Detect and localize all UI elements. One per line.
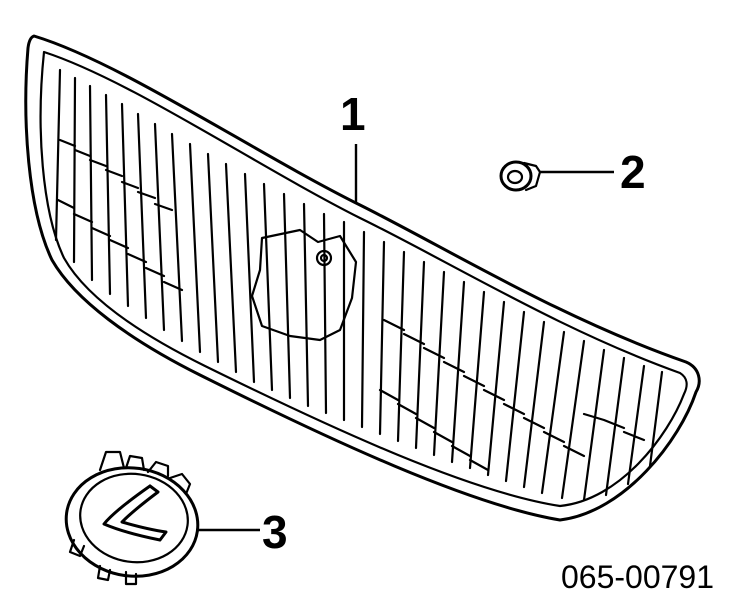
- grille-slats: [54, 68, 664, 502]
- emblem-inner-ring: [79, 472, 189, 564]
- emblem-tabs: [98, 450, 192, 496]
- emblem-pegs: [68, 538, 138, 586]
- emblem-logo-mark: [102, 484, 168, 542]
- callout-1-label: 1: [340, 88, 366, 140]
- callout-3-label: 3: [262, 506, 288, 558]
- diagram-code: 065-00791: [561, 559, 714, 595]
- grille-part[interactable]: [24, 34, 701, 522]
- grille-emblem-opening: [250, 228, 358, 342]
- clip-head: [499, 160, 533, 192]
- grille-mount-hole: [315, 249, 333, 267]
- grille-inner-frame: [39, 50, 688, 508]
- grille-slat-steps: [56, 138, 646, 472]
- emblem-part[interactable]: [59, 450, 260, 586]
- grille-outer-frame: [24, 34, 701, 522]
- callout-2-label: 2: [620, 146, 646, 198]
- clip-part[interactable]: [499, 160, 614, 192]
